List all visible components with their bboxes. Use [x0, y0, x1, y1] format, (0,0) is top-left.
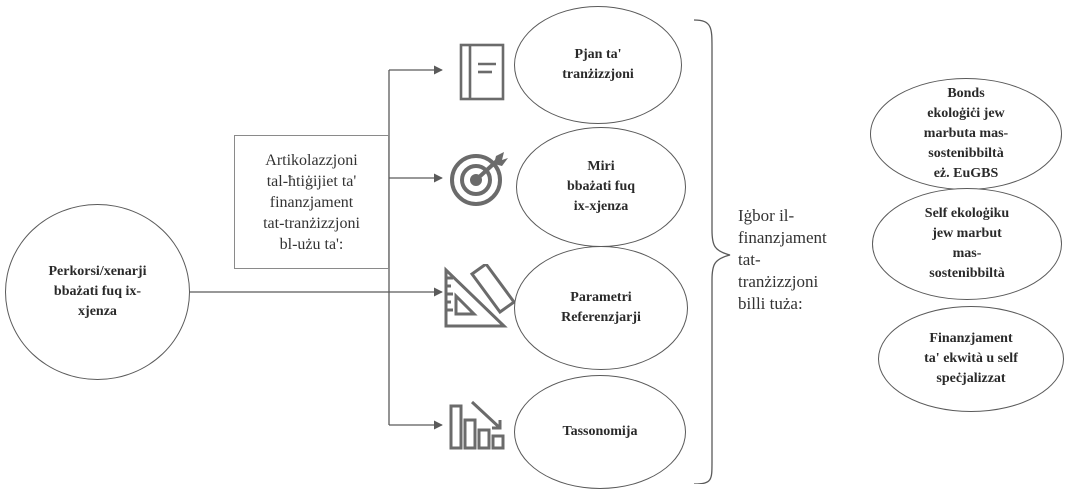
articulation-box: Artikolazzjoni tal-ħtiġijiet ta' finanzj…	[234, 135, 389, 269]
outcome-text: Iġbor il- finanzjament tat- tranżizzjoni…	[738, 206, 827, 313]
tool-node-benchmarks: Parametri Referenzjarji	[514, 246, 688, 370]
tool-node-transition-plan: Pjan ta' tranżizzjoni	[514, 6, 682, 124]
articulation-box-label: Artikolazzjoni tal-ħtiġijiet ta' finanzj…	[263, 151, 360, 253]
document-icon	[459, 43, 505, 101]
bar-chart-down-icon	[449, 400, 505, 450]
tool-label: Tassonomija	[562, 424, 638, 439]
tool-label: Miri bbażati fuq ix-xjenza	[566, 159, 636, 214]
instrument-label: Self ekoloġiku jew marbut mas- sostenibb…	[924, 206, 1010, 281]
source-node-label: Perkorsi/xenarji bbażati fuq ix- xjenza	[48, 264, 147, 319]
instrument-node-equity-loans: Finanzjament ta' ekwità u self speċjaliz…	[878, 306, 1064, 412]
grouping-bracket	[693, 19, 731, 484]
instrument-label: Bonds ekoloġiċi jew marbuta mas- sosteni…	[923, 86, 1009, 181]
tool-node-science-targets: Miri bbażati fuq ix-xjenza	[516, 127, 686, 247]
instrument-node-green-loans: Self ekoloġiku jew marbut mas- sostenibb…	[872, 188, 1062, 300]
tool-node-taxonomy: Tassonomija	[514, 375, 686, 489]
instrument-label: Finanzjament ta' ekwità u self speċjaliz…	[924, 331, 1018, 386]
set-square-ruler-icon	[444, 264, 517, 328]
tool-label: Pjan ta' tranżizzjoni	[562, 47, 634, 82]
source-node: Perkorsi/xenarji bbażati fuq ix- xjenza	[5, 204, 190, 380]
tool-label: Parametri Referenzjarji	[561, 290, 641, 325]
instrument-node-green-bonds: Bonds ekoloġiċi jew marbuta mas- sosteni…	[870, 78, 1062, 190]
target-icon	[450, 152, 508, 206]
